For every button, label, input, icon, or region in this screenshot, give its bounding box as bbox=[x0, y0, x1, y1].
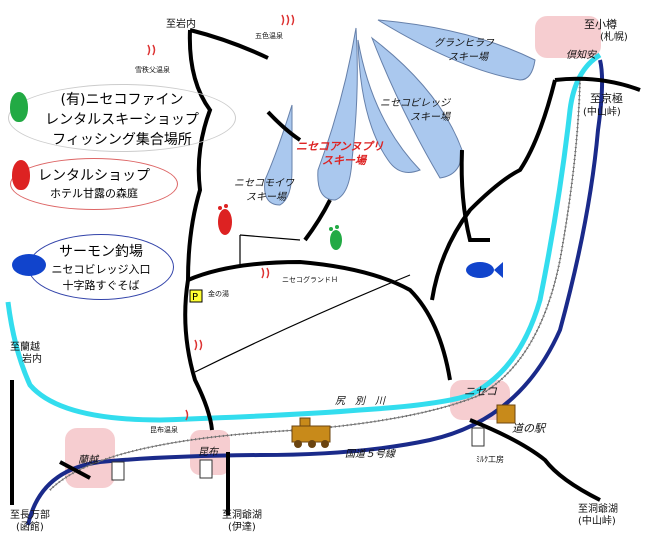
konbu-onsen-label: 昆布温泉 bbox=[150, 425, 178, 434]
michi-no-eki-icon bbox=[496, 404, 516, 424]
annupuri-slope[interactable] bbox=[317, 27, 358, 201]
rail-line-base bbox=[49, 79, 581, 491]
oshamanbe-sub-label: (函館) bbox=[16, 520, 44, 533]
otaru-zone bbox=[535, 16, 601, 58]
legend-rental: レンタルショップ ホテル甘露の森庭 bbox=[10, 158, 178, 210]
parking-icon: P bbox=[189, 289, 203, 303]
route-5-road bbox=[26, 59, 605, 526]
legend-fine: (有)ニセコファイン レンタルスキーショップ フィッシング集合場所 bbox=[8, 84, 236, 152]
route-5-label: 国道５号線 bbox=[345, 448, 396, 460]
village-label-1: ニセコビレッジ bbox=[380, 97, 452, 109]
onsen-icons bbox=[147, 14, 295, 421]
grand-hirafu-label-1: グランヒラフ bbox=[434, 37, 495, 49]
legend-fine-name: (有)ニセコファイン bbox=[60, 92, 184, 108]
legend-salmon: サーモン釣場 ニセコビレッジ入口 十字路すぐそば bbox=[28, 234, 174, 300]
otaru-label: 至小樽 bbox=[584, 17, 617, 31]
ski-slopes bbox=[264, 19, 536, 206]
moiwa-label-2: スキー場 bbox=[246, 191, 287, 203]
ski-area-labels: グランヒラフ スキー場 ニセコビレッジ スキー場 ニセコアンヌプリ スキー場 ニ… bbox=[234, 37, 495, 203]
michi-no-eki-label: 道の駅 bbox=[512, 422, 547, 435]
ranKoshi-station-label: 蘭越 bbox=[78, 454, 100, 466]
village-label-2: スキー場 bbox=[410, 111, 451, 123]
kutchan-station-label: 倶知安 bbox=[566, 49, 597, 61]
niseko-grand-label: ニセコグランドＨ bbox=[282, 275, 338, 284]
legend-salmon-name: サーモン釣場 bbox=[59, 244, 143, 260]
date-sub-label: (中山峠) bbox=[578, 514, 616, 527]
grand-hirafu-slope[interactable] bbox=[377, 19, 536, 81]
kyogoku-sub-label: (中山峠) bbox=[583, 105, 621, 118]
niseko-station-label: ニセコ bbox=[464, 385, 498, 398]
legend-fine-icon bbox=[10, 92, 28, 122]
yukichichibu-label: 雪秩父温泉 bbox=[135, 65, 170, 74]
kinoya-label: 金の湯 bbox=[208, 289, 229, 298]
date-label: 至洞爺湖 bbox=[578, 502, 618, 515]
village-slope-left[interactable] bbox=[357, 39, 421, 173]
kyogoku-label: 至京極 bbox=[590, 91, 623, 105]
oshamanbe-label: 至長万部 bbox=[10, 508, 50, 521]
moiwa-label-1: ニセコモイワ bbox=[234, 178, 295, 189]
shiribetsu-river-label: 尻 別 川 bbox=[335, 395, 386, 407]
legend-salmon-sub: ニセコビレッジ入口 bbox=[51, 263, 151, 276]
annupuri-label-2: スキー場 bbox=[322, 154, 368, 167]
place-labels: 五色温泉 雪秩父温泉 昆布温泉 ニセコグランドＨ 金の湯 ニセコ 倶知安 昆布 … bbox=[78, 31, 597, 466]
konbu-station-label: 昆布 bbox=[198, 446, 220, 458]
grand-hirafu-label-2: スキー場 bbox=[448, 51, 489, 63]
green-footprint-icon bbox=[329, 225, 342, 250]
ranKoshi-label: 至蘭越 bbox=[10, 340, 40, 353]
ranKoshi-sub-label: 岩内 bbox=[22, 352, 42, 365]
legend-salmon-sub2: 十字路すぐそば bbox=[62, 279, 140, 292]
legend-rental-icon bbox=[12, 160, 30, 190]
fish-icon bbox=[466, 262, 503, 278]
roads bbox=[10, 28, 641, 515]
milk-kobo-label: ﾐﾙｸ工房 bbox=[476, 454, 504, 464]
otaru-sub-label: (札幌) bbox=[600, 30, 628, 43]
goshiki-label: 五色温泉 bbox=[255, 31, 283, 40]
steam-train-icon bbox=[291, 417, 331, 448]
legend-fine-line2: フィッシング集合場所 bbox=[52, 132, 192, 148]
legend-salmon-icon bbox=[12, 254, 46, 276]
legend-fine-line1: レンタルスキーショップ bbox=[45, 112, 199, 128]
annupuri-label-1: ニセコアンヌプリ bbox=[296, 140, 384, 153]
gas-pump-icons bbox=[111, 427, 485, 481]
legend-rental-sub: ホテル甘露の森庭 bbox=[50, 187, 138, 200]
svg-text:P: P bbox=[192, 292, 198, 303]
iwanai-top-label: 至岩内 bbox=[166, 17, 196, 30]
destination-labels: 至岩内 至小樽 (札幌) 至京極 (中山峠) 至蘭越 岩内 至長万部 (函館) … bbox=[10, 17, 628, 533]
toya-label: 至洞爺湖 bbox=[222, 508, 262, 521]
shiribetsu-river bbox=[5, 52, 602, 423]
red-footprint-icon bbox=[218, 204, 232, 235]
minor-roads bbox=[194, 234, 411, 373]
toya-sub-label: (伊達) bbox=[228, 521, 256, 533]
village-slope-right[interactable] bbox=[370, 36, 463, 179]
legend-rental-name: レンタルショップ bbox=[38, 168, 150, 184]
